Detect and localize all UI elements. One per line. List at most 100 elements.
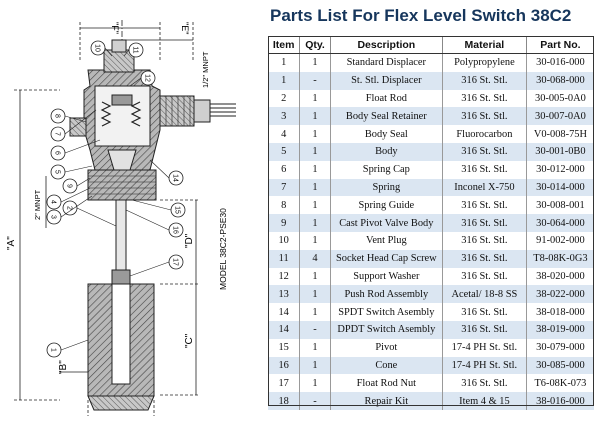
parts-table: Item Qty. Description Material Part No. …	[268, 36, 594, 410]
dimension-a-label: "A"	[6, 236, 17, 250]
displacer	[87, 283, 155, 411]
dimension-d-c-lines	[160, 199, 200, 396]
callout-4-text: 4	[50, 200, 57, 204]
cell-qty: 1	[299, 89, 331, 108]
half-inch-mnpt-label: 1/2" MNPT	[201, 51, 210, 88]
cell-description: Body Seal	[329, 125, 443, 143]
header-qty: Qty.	[299, 36, 331, 54]
cell-item: 9	[268, 214, 300, 232]
cell-description: Body	[329, 142, 443, 161]
cell-item: 2	[268, 89, 300, 108]
parts-list-title: Parts List For Flex Level Switch 38C2	[270, 6, 572, 25]
callout-5-text: 5	[54, 170, 61, 174]
cell-material: 316 St. Stl.	[441, 374, 527, 393]
cell-item: 18	[268, 392, 300, 410]
cell-qty: 1	[299, 142, 331, 161]
cell-description: Cone	[329, 356, 443, 375]
cell-description: Body Seal Retainer	[329, 107, 443, 126]
cell-item: 8	[268, 196, 300, 215]
cell-qty: 1	[299, 196, 331, 215]
cell-material: 316 St. Stl.	[441, 214, 527, 232]
cell-material: 316 St. Stl.	[441, 142, 527, 161]
header-description: Description	[329, 36, 443, 54]
cell-item: 13	[268, 285, 300, 304]
cell-material: 316 St. Stl.	[441, 303, 527, 321]
callout-9-text: 9	[66, 184, 73, 188]
cell-description: SPDT Switch Asembly	[329, 303, 443, 321]
cell-qty: 1	[299, 303, 331, 321]
cell-part-no: 38-020-000	[525, 267, 594, 286]
cell-description: Standard Displacer	[329, 53, 443, 72]
cell-item: 11	[268, 249, 300, 268]
cell-material: 316 St. Stl.	[441, 160, 527, 179]
cell-item: 14	[268, 303, 300, 321]
cell-item: 14	[268, 320, 300, 339]
cell-item: 17	[268, 374, 300, 393]
callout-16-text: 16	[172, 226, 179, 234]
model-label: MODEL 38C2-PSE30	[218, 208, 228, 290]
callout-3-text: 3	[50, 215, 57, 219]
cell-material: Fluorocarbon	[441, 125, 527, 143]
cell-part-no: 30-007-0A0	[525, 107, 594, 126]
cell-item: 1	[268, 53, 300, 72]
header-part-no: Part No.	[525, 36, 594, 54]
callout-15-text: 15	[174, 206, 181, 214]
cell-part-no: 30-085-000	[525, 356, 594, 375]
cell-description: Float Rod	[329, 89, 443, 108]
cell-qty: 1	[299, 160, 331, 179]
technical-drawing: "F" "E" "A" 2" MNPT	[6, 20, 236, 416]
cell-material: 316 St. Stl.	[441, 249, 527, 268]
cell-description: Socket Head Cap Screw	[329, 249, 443, 268]
cell-description: DPDT Switch Asembly	[329, 320, 443, 339]
cell-material: 316 St. Stl.	[441, 71, 527, 90]
cell-description: Push Rod Assembly	[329, 285, 443, 304]
cell-part-no: 30-079-000	[525, 338, 594, 357]
dimension-d-label: "D"	[184, 233, 195, 248]
cell-qty: -	[299, 71, 331, 90]
float-rod	[111, 199, 131, 285]
cell-part-no: 30-005-0A0	[525, 89, 594, 108]
cell-part-no: 30-016-000	[525, 53, 594, 72]
callout-14-text: 14	[172, 174, 179, 182]
cell-material: 17-4 PH St. Stl.	[441, 338, 527, 357]
cell-description: Float Rod Nut	[329, 374, 443, 393]
callout-8-text: 8	[54, 114, 61, 118]
cell-part-no: T6-08K-073	[525, 374, 594, 393]
cell-description: Spring Guide	[329, 196, 443, 215]
header-item: Item	[268, 36, 300, 54]
cell-description: Vent Plug	[329, 231, 443, 250]
dimension-a-line	[14, 89, 60, 401]
dimension-b-label: "B"	[58, 360, 69, 374]
callout-10-text: 10	[94, 44, 101, 52]
cell-qty: 1	[299, 53, 331, 72]
cell-description: Cast Pivot Valve Body	[329, 214, 443, 232]
cell-qty: 1	[299, 338, 331, 357]
cell-qty: 1	[299, 374, 331, 393]
cell-part-no: 30-014-000	[525, 178, 594, 197]
callout-17-text: 17	[172, 258, 179, 266]
cell-part-no: 30-064-000	[525, 214, 594, 232]
cell-material: Inconel X-750	[441, 178, 527, 197]
cell-item: 10	[268, 231, 300, 250]
switch-body	[69, 39, 236, 201]
cell-part-no: 38-019-000	[525, 320, 594, 339]
cell-item: 4	[268, 125, 300, 143]
callout-2-text: 2	[66, 206, 73, 210]
cell-material: Item 4 & 15	[441, 392, 527, 410]
dimension-c-label: "C"	[184, 333, 195, 348]
cell-item: 7	[268, 178, 300, 197]
cell-description: Repair Kit	[329, 392, 443, 410]
cell-qty: -	[299, 320, 331, 339]
two-inch-mnpt-label: 2" MNPT	[33, 189, 42, 220]
